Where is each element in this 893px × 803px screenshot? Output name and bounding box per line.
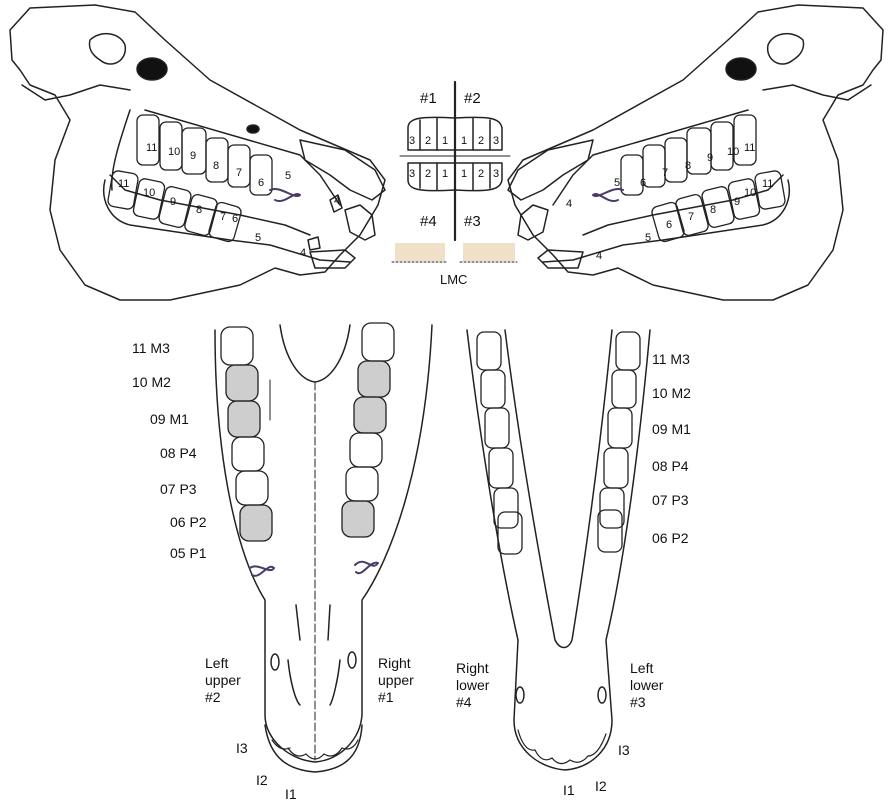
left-upper-tooth-10: 10 (168, 146, 180, 158)
mandible-incisor-i2: I2 (595, 778, 607, 794)
lower-right-tooth-2: 2 (478, 168, 484, 180)
upper-right-tooth-2: 2 (478, 135, 484, 147)
left-upper-tooth-4: 4 (334, 195, 340, 207)
left-lower-line-3: #3 (630, 694, 663, 711)
mandible-label-08-p4: 08 P4 (652, 458, 689, 474)
left-upper-tooth-5: 5 (285, 170, 291, 182)
left-upper-line-2: upper (205, 672, 241, 689)
right-lower-tooth-8: 8 (710, 204, 716, 216)
right-lower-tooth-6: 6 (666, 219, 672, 231)
quadrant-2-label: #2 (464, 90, 481, 107)
maxilla-label-05-p1: 05 P1 (170, 545, 207, 561)
right-upper-quadrant-label: Right upper #1 (378, 655, 414, 706)
maxilla-label-06-p2: 06 P2 (170, 514, 207, 530)
occlusion-label: LMC (440, 272, 467, 288)
maxilla-label-09-m1: 09 M1 (150, 411, 189, 427)
right-lower-line-3: #4 (456, 694, 489, 711)
left-lower-tooth-4: 4 (300, 247, 306, 259)
left-upper-tooth-11: 11 (146, 142, 157, 154)
right-upper-tooth-11: 11 (744, 142, 755, 154)
maxilla-label-11-m3: 11 M3 (132, 340, 170, 356)
right-lower-tooth-5: 5 (645, 232, 651, 244)
right-upper-tooth-9: 9 (707, 152, 713, 164)
maxilla-label-10-m2: 10 M2 (132, 374, 171, 390)
left-upper-tooth-6: 6 (258, 177, 264, 189)
right-upper-tooth-4: 4 (566, 198, 572, 210)
left-lower-tooth-8: 8 (196, 204, 202, 216)
right-lower-tooth-7: 7 (688, 211, 694, 223)
maxilla-label-07-p3: 07 P3 (160, 481, 197, 497)
left-lower-line-1: Left (630, 660, 663, 677)
mandible-label-11-m3: 11 M3 (652, 351, 690, 367)
mandible-incisor-i3: I3 (618, 742, 630, 758)
right-upper-line-3: #1 (378, 689, 414, 706)
right-lower-tooth-10: 10 (744, 187, 756, 199)
left-upper-line-3: #2 (205, 689, 241, 706)
left-lower-line-2: lower (630, 677, 663, 694)
left-upper-tooth-9: 9 (190, 150, 196, 162)
right-upper-line-1: Right (378, 655, 414, 672)
upper-left-tooth-2: 2 (425, 135, 431, 147)
left-upper-tooth-8: 8 (213, 160, 219, 172)
left-upper-quadrant-label: Left upper #2 (205, 655, 241, 706)
left-lower-tooth-7: 7 (220, 211, 226, 223)
mandible-label-06-p2: 06 P2 (652, 530, 689, 546)
right-upper-tooth-6: 6 (640, 177, 646, 189)
left-lower-quadrant-label: Left lower #3 (630, 660, 663, 711)
maxilla-label-08-p4: 08 P4 (160, 445, 197, 461)
right-lower-quadrant-label: Right lower #4 (456, 660, 489, 711)
right-lower-tooth-9: 9 (734, 196, 740, 208)
right-upper-tooth-7: 7 (662, 167, 668, 179)
right-upper-tooth-10: 10 (727, 146, 739, 158)
upper-left-tooth-1: 1 (442, 135, 448, 147)
left-upper-line-1: Left (205, 655, 241, 672)
quadrant-3-label: #3 (464, 213, 481, 230)
lower-left-tooth-3: 3 (409, 168, 415, 180)
left-lower-tooth-6: 6 (232, 213, 238, 225)
left-lower-tooth-5: 5 (255, 232, 261, 244)
lower-right-tooth-1: 1 (461, 168, 467, 180)
left-upper-tooth-7: 7 (236, 167, 242, 179)
right-lower-tooth-11: 11 (762, 178, 773, 190)
left-lateral-skull (10, 5, 385, 300)
quadrant-1-label: #1 (420, 90, 437, 107)
upper-right-tooth-3: 3 (493, 135, 499, 147)
right-upper-tooth-8: 8 (685, 160, 691, 172)
upper-left-tooth-3: 3 (409, 135, 415, 147)
lower-left-tooth-1: 1 (442, 168, 448, 180)
left-lower-tooth-10: 10 (143, 187, 155, 199)
right-lower-line-1: Right (456, 660, 489, 677)
mandible-incisor-i1: I1 (563, 782, 575, 798)
mandible-label-10-m2: 10 M2 (652, 385, 691, 401)
maxilla-incisor-i3: I3 (236, 740, 248, 756)
quadrant-4-label: #4 (420, 213, 437, 230)
maxilla-incisor-i2: I2 (256, 772, 268, 788)
lower-left-tooth-2: 2 (425, 168, 431, 180)
right-upper-tooth-5: 5 (614, 177, 620, 189)
mandible-label-09-m1: 09 M1 (652, 421, 691, 437)
mandible-occlusal-view (467, 330, 650, 770)
left-lower-tooth-11: 11 (118, 178, 129, 190)
maxilla-incisor-i1: I1 (285, 786, 297, 802)
right-lower-tooth-4: 4 (596, 250, 602, 262)
right-lateral-skull (508, 5, 883, 300)
lower-right-tooth-3: 3 (493, 168, 499, 180)
right-lower-line-2: lower (456, 677, 489, 694)
upper-right-tooth-1: 1 (461, 135, 467, 147)
left-lower-tooth-9: 9 (170, 196, 176, 208)
mandible-label-07-p3: 07 P3 (652, 492, 689, 508)
right-upper-line-2: upper (378, 672, 414, 689)
